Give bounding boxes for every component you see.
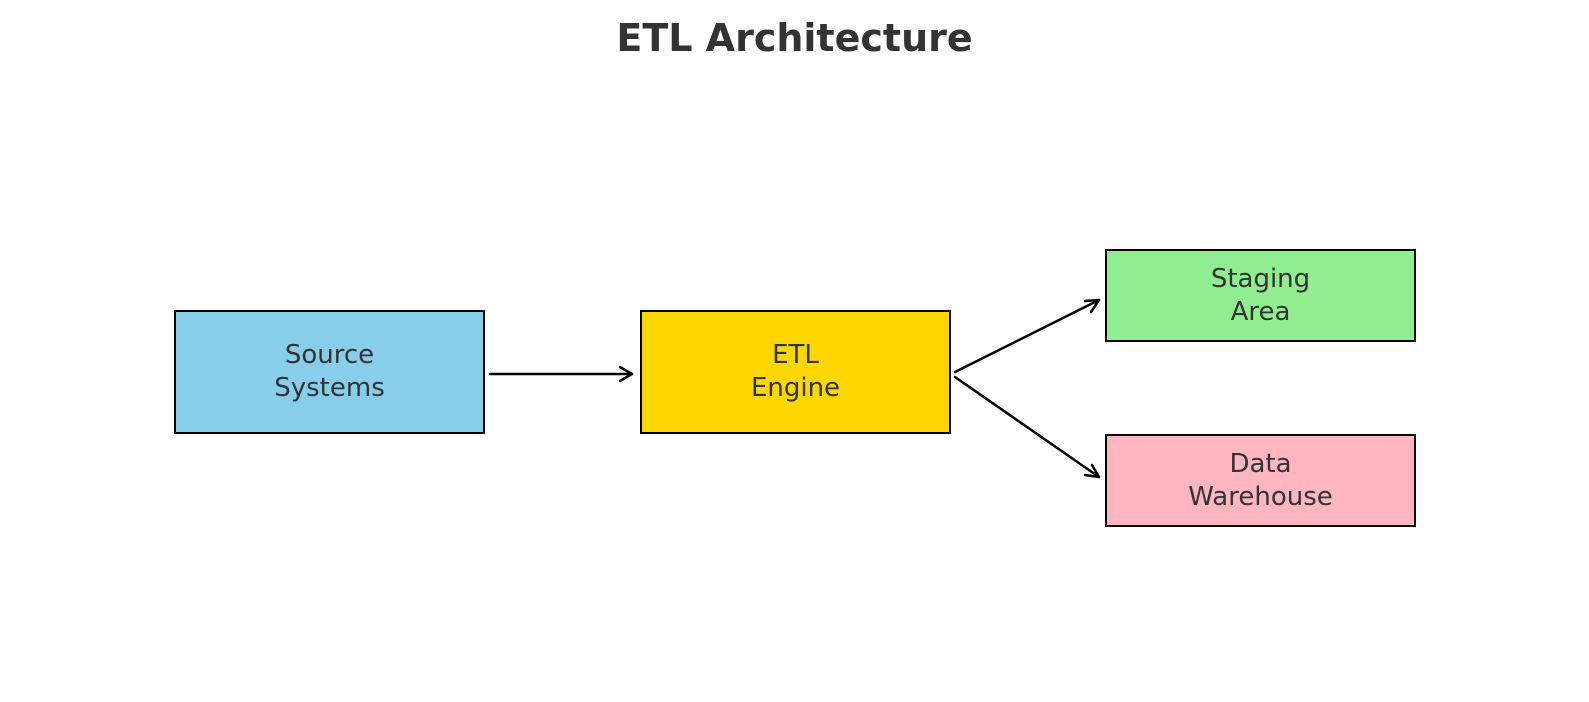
node-data-warehouse: Data Warehouse [1105,434,1416,527]
arrow-etl-to-warehouse [953,375,1101,479]
node-etl-engine: ETL Engine [640,310,951,434]
node-data-warehouse-label: Data Warehouse [1188,448,1333,512]
node-etl-engine-label: ETL Engine [750,340,841,403]
node-staging-area: Staging Area [1105,249,1416,342]
arrow-source-to-etl [488,365,634,383]
node-source-systems: Source Systems [174,310,485,434]
diagram-title: ETL Architecture [616,16,973,60]
node-source-systems-label: Source Systems [274,340,385,403]
node-staging-area-label: Staging Area [1210,263,1311,327]
arrow-etl-to-staging [953,298,1101,374]
